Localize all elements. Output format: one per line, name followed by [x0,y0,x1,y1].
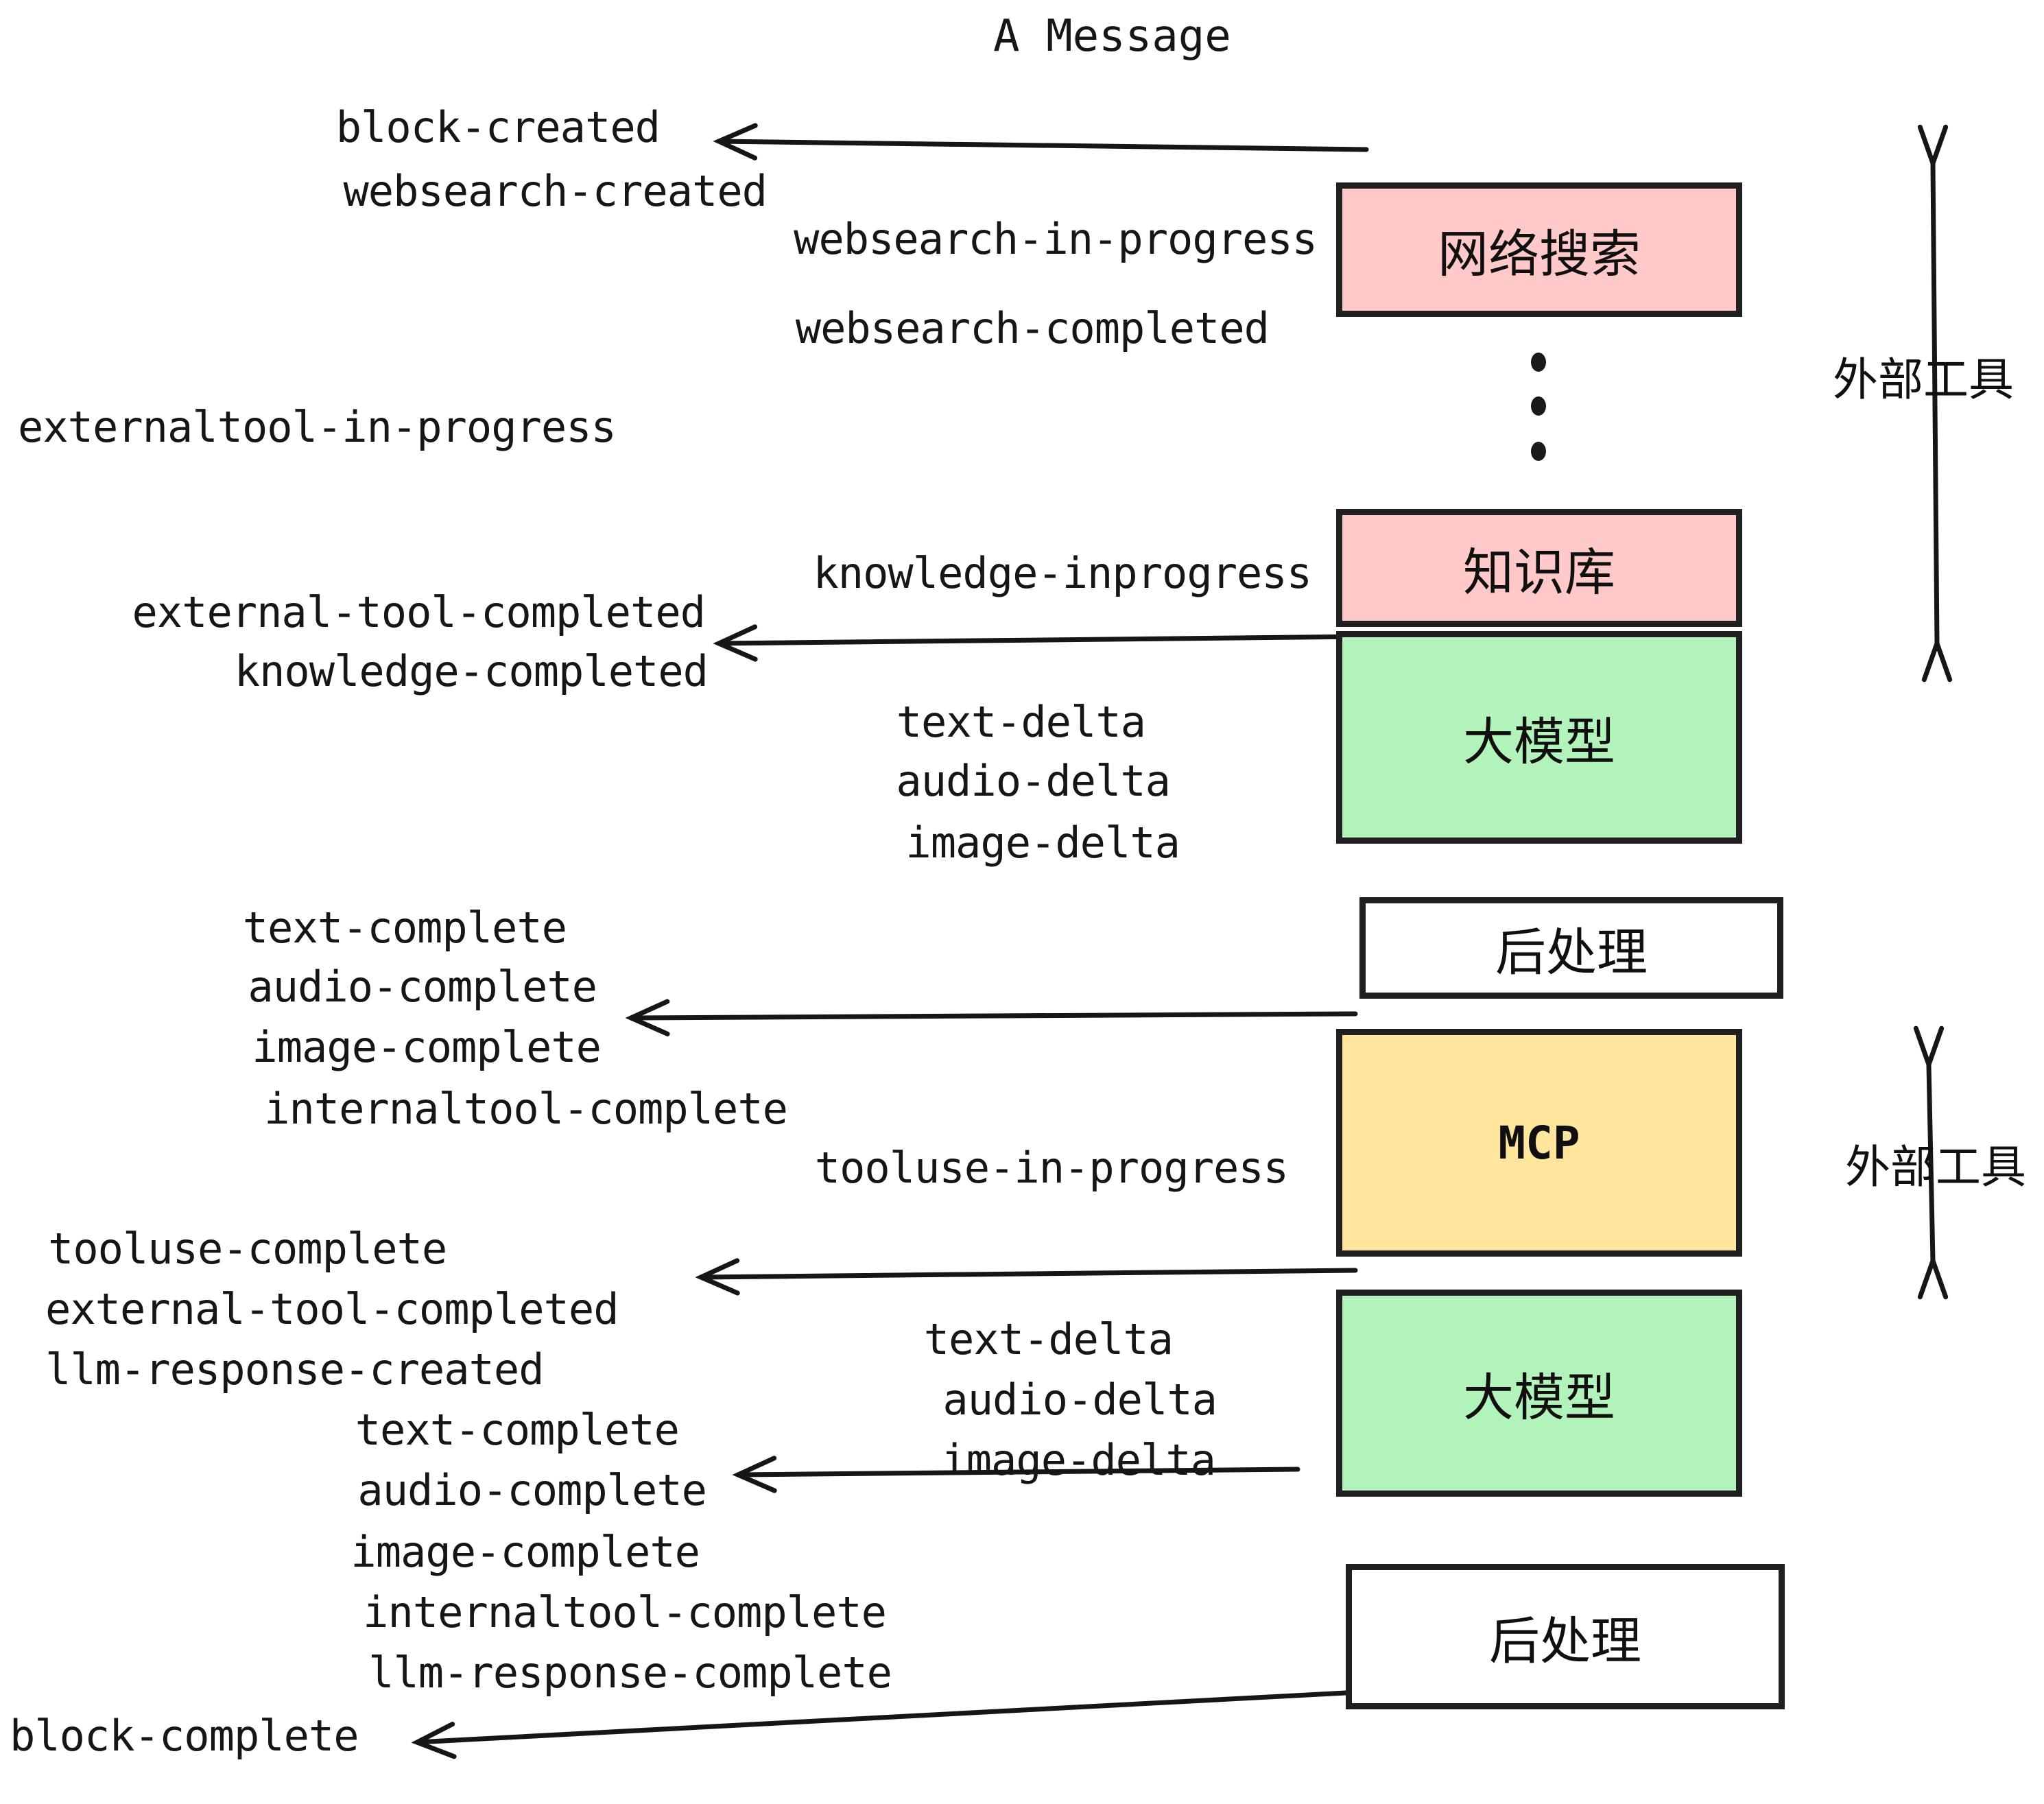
event-label-knowledge-inprogress: knowledge-inprogress [813,548,1312,598]
side-annotation-external-tool-bottom: 外部工具 [1845,1141,2026,1194]
event-label-websearch-created: websearch-created [343,166,768,216]
node-box-label: MCP [1498,1116,1580,1170]
event-label-audio-delta-2: audio-delta [942,1375,1217,1425]
event-label-websearch-in-progress: websearch-in-progress [794,214,1318,264]
arrow-head-arrow-block-created [713,123,758,161]
ellipsis-dot-3 [1531,442,1546,461]
event-label-image-delta-2: image-delta [941,1435,1216,1485]
event-label-tooluse-complete: tooluse-complete [48,1224,447,1274]
arrow-head-arrow-block-complete [411,1722,457,1759]
event-label-audio-delta-1: audio-delta [896,756,1171,806]
event-label-knowledge-completed: knowledge-completed [234,646,709,696]
node-box-knowledge: 知识库 [1336,509,1742,627]
event-label-external-tool-completed-1: external-tool-completed [132,587,706,637]
event-label-external-tool-completed-2: external-tool-completed [45,1284,619,1334]
arrow-line-arrow-tooluse-complete [698,1268,1358,1280]
ellipsis-dot-2 [1531,396,1546,416]
event-label-internaltool-complete-2: internaltool-complete [363,1587,887,1637]
event-label-text-delta-2: text-delta [923,1314,1174,1364]
node-box-label: 后处理 [1495,923,1648,982]
node-box-llm-2: 大模型 [1336,1290,1742,1497]
arrow-head-arrow-image-complete [625,999,670,1036]
event-label-block-created: block-created [335,102,661,152]
event-label-text-complete-1: text-complete [242,903,567,953]
side-annotation-external-tool-top: 外部工具 [1833,353,2014,406]
node-box-post-2: 后处理 [1346,1564,1785,1709]
arrow-head-arrow-tooluse-complete [695,1258,740,1296]
ellipsis-dot-1 [1531,353,1546,372]
node-box-llm-1: 大模型 [1336,631,1742,844]
arrow-head-arrow-audio-complete [732,1456,777,1493]
arrow-line-arrow-block-created [716,139,1369,152]
event-label-websearch-completed: websearch-completed [795,303,1270,353]
node-box-post-1: 后处理 [1359,897,1783,999]
double-arrow-head-up-ext-tool-range-bottom [1913,1025,1945,1072]
double-arrow-head-up-ext-tool-range-top [1917,124,1949,171]
event-label-tooluse-in-progress: tooluse-in-progress [814,1143,1289,1193]
event-label-image-delta-1: image-delta [905,818,1180,868]
node-box-label: 后处理 [1489,1611,1641,1671]
node-box-label: 知识库 [1463,543,1615,602]
node-box-mcp: MCP [1336,1029,1742,1257]
event-label-image-complete-2: image-complete [350,1527,700,1577]
arrow-line-arrow-image-complete [628,1011,1358,1021]
double-arrow-head-down-ext-tool-range-top [1921,636,1953,683]
event-label-block-complete: block-complete [10,1711,359,1761]
arrow-line-arrow-block-complete [414,1690,1348,1745]
node-box-label: 网络搜索 [1438,224,1641,284]
event-label-llm-response-complete: llm-response-complete [368,1648,892,1698]
double-arrow-head-down-ext-tool-range-bottom [1917,1253,1949,1300]
node-box-label: 大模型 [1463,1368,1615,1427]
event-label-audio-complete-1: audio-complete [248,962,597,1012]
event-label-audio-complete-2: audio-complete [357,1465,707,1515]
event-label-externaltool-in-progress: externaltool-in-progress [18,402,617,452]
event-label-text-delta-1: text-delta [896,697,1146,747]
node-box-label: 大模型 [1463,712,1615,772]
node-box-websearch: 网络搜索 [1336,182,1742,317]
event-label-internaltool-complete-1: internaltool-complete [264,1084,788,1134]
event-label-text-complete-2: text-complete [355,1405,680,1455]
event-label-llm-response-created: llm-response-created [45,1344,545,1394]
arrow-head-arrow-knowledge-done [713,624,758,662]
arrow-line-arrow-knowledge-done [716,634,1369,646]
page-title: A Message [993,11,1231,62]
event-label-image-complete-1: image-complete [252,1022,602,1072]
